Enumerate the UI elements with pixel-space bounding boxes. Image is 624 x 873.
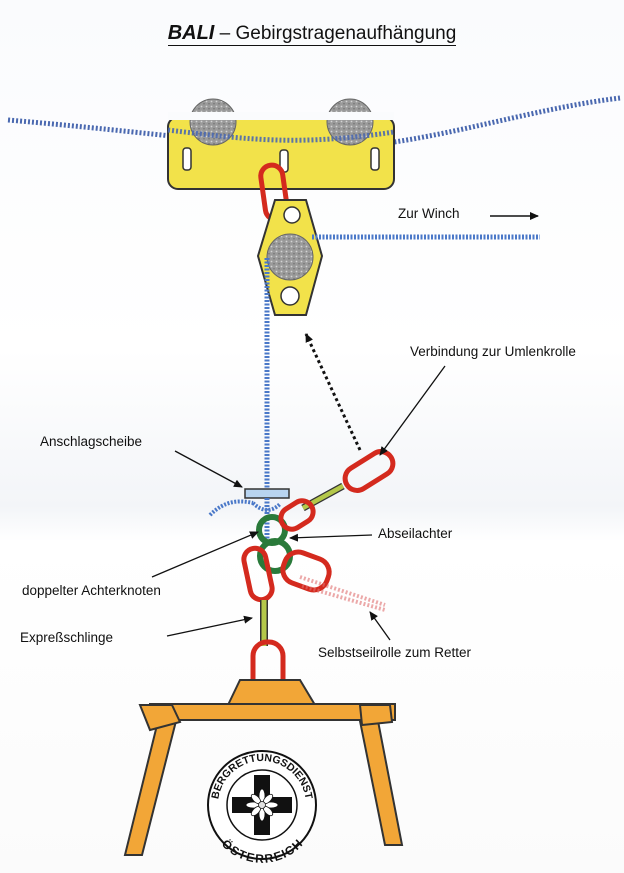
carabiner-lower-right [280,549,332,593]
stretcher [123,679,404,856]
title-rest: Gebirgstragenaufhängung [235,23,457,44]
pulley-wheel [266,233,314,281]
bergrettung-logo: BERGRETTUNGSDIENST ÖSTERREICH [207,750,317,866]
pulley-block [256,199,324,316]
trolley-wheel-right [326,98,374,146]
carabiner-upper-right [342,449,396,493]
label-abseilachter: Abseilachter [378,526,453,541]
carabiner-mid [278,498,316,532]
label-leaders [151,365,446,641]
title-name: BALI [167,22,215,44]
page-title: BALI – Gebirgstragenaufhängung [0,22,624,46]
self-rope [299,575,386,612]
label-doppelter-achterknoten: doppelter Achterknoten [22,583,161,598]
label-verbindung: Verbindung zur Umlenkrolle [410,344,576,359]
label-expressschlinge: Expreßschlinge [20,630,114,645]
dotted-arrow [304,333,362,451]
label-zur-winch: Zur Winch [398,206,460,221]
label-selbstseilrolle: Selbstseilrolle zum Retter [318,645,472,660]
title-dash: – [219,23,231,44]
carabiner-lower-left [241,545,275,603]
label-anschlagscheibe: Anschlagscheibe [40,434,143,449]
edelweiss-icon [245,788,279,822]
anchor-plate [208,488,290,540]
